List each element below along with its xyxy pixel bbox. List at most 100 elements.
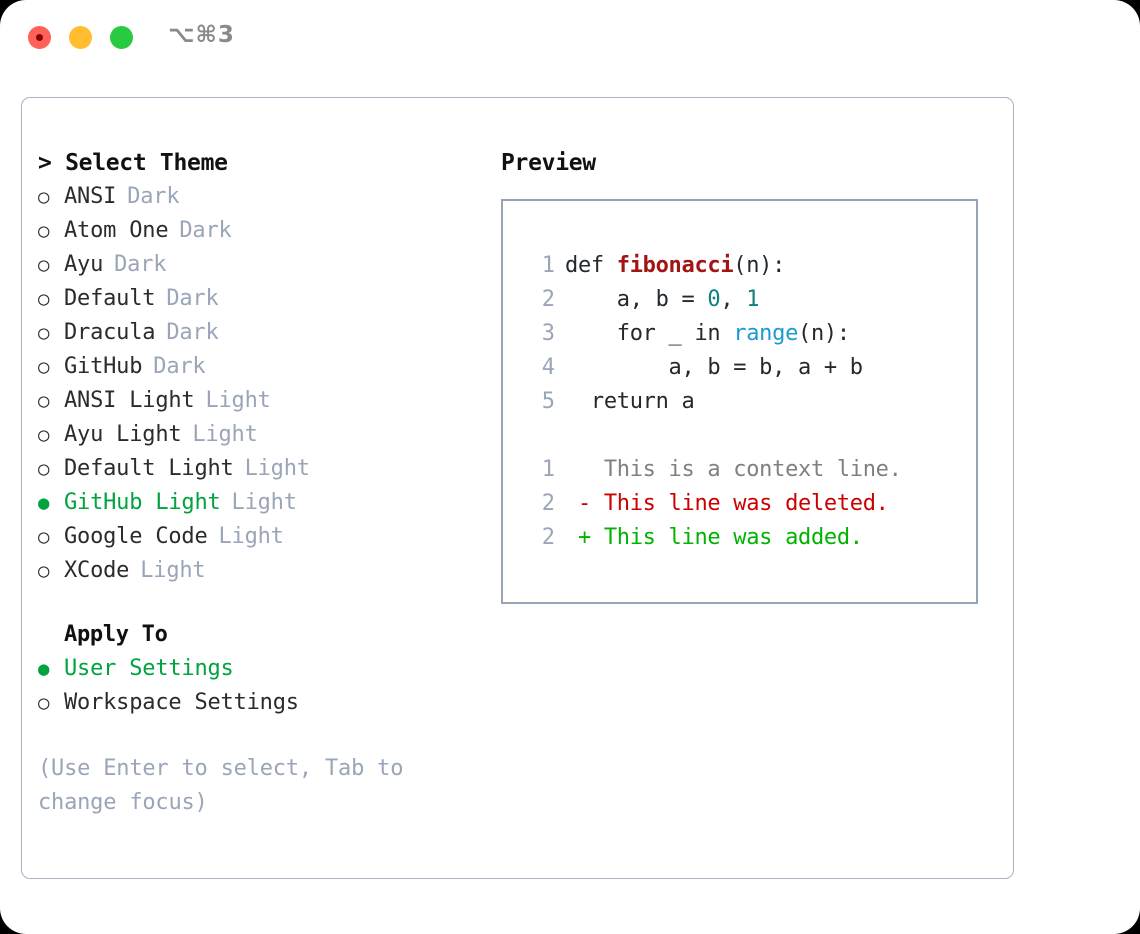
code-line: 2 a, b = 0, 1 (503, 283, 976, 317)
radio-unselected-icon: ○ (38, 288, 50, 310)
title-bar: ⌥⌘3 (0, 0, 1140, 76)
code-line: 4 a, b = b, a + b (503, 351, 976, 385)
diff-line-del: 2 - This line was deleted. (503, 487, 976, 521)
theme-variant-badge: Dark (127, 184, 180, 209)
theme-option-dracula[interactable]: ○ Dracula Dark (38, 316, 478, 350)
theme-option-label: Default (64, 286, 156, 311)
code-token-plain: a, b = (565, 287, 708, 312)
radio-unselected-icon: ○ (38, 390, 50, 412)
line-number: 2 (541, 287, 555, 312)
diff-line-ctx: 1 This is a context line. (503, 453, 976, 487)
theme-option-default-light[interactable]: ○ Default Light Light (38, 452, 478, 486)
line-number: 1 (541, 253, 555, 278)
code-line-content: return a (565, 385, 695, 419)
theme-option-label: Default Light (64, 456, 234, 481)
apply-to-option-label: Workspace Settings (64, 690, 299, 715)
code-token-fn: fibonacci (616, 253, 734, 278)
radio-unselected-icon: ○ (38, 692, 50, 714)
theme-variant-badge: Dark (114, 252, 167, 277)
apply-to-option-workspace-settings[interactable]: ○ Workspace Settings (38, 686, 478, 720)
theme-option-label: Ayu (64, 252, 104, 277)
preview-header: Preview (501, 150, 596, 176)
theme-option-label: Dracula (64, 320, 156, 345)
diff-line-content: - This line was deleted. (565, 491, 889, 516)
theme-variant-badge: Dark (166, 286, 219, 311)
theme-variant-badge: Light (205, 388, 271, 413)
diff-sample: 1 This is a context line.2 - This line w… (503, 453, 976, 555)
theme-variant-badge: Dark (179, 218, 232, 243)
radio-unselected-icon: ○ (38, 322, 50, 344)
code-line: 3 for _ in range(n): (503, 317, 976, 351)
diff-line-content: This is a context line. (565, 457, 902, 482)
code-token-plain: for _ in (565, 321, 734, 346)
theme-variant-badge: Dark (153, 354, 206, 379)
keyboard-shortcut-label: ⌥⌘3 (168, 22, 235, 48)
line-number: 2 (541, 525, 555, 550)
theme-variant-badge: Light (140, 558, 206, 583)
line-number: 4 (541, 355, 555, 380)
radio-unselected-icon: ○ (38, 458, 50, 480)
code-line-content: def fibonacci(n): (565, 249, 785, 283)
apply-to-option-user-settings[interactable]: ● User Settings (38, 652, 478, 686)
theme-option-label: Google Code (64, 524, 208, 549)
select-theme-header: > Select Theme (38, 150, 228, 176)
line-number: 3 (541, 321, 555, 346)
theme-option-label: Ayu Light (64, 422, 182, 447)
theme-option-default[interactable]: ○ Default Dark (38, 282, 478, 316)
code-line: 5 return a (503, 385, 976, 419)
minimize-button[interactable] (69, 26, 92, 49)
theme-variant-badge: Light (244, 456, 310, 481)
code-line-content: a, b = 0, 1 (565, 283, 760, 317)
radio-selected-icon: ● (38, 492, 50, 514)
radio-unselected-icon: ○ (38, 254, 50, 276)
code-token-num: 0 (707, 287, 721, 312)
theme-option-label: XCode (64, 558, 130, 583)
maximize-button[interactable] (110, 26, 133, 49)
theme-variant-badge: Light (218, 524, 284, 549)
radio-unselected-icon: ○ (38, 424, 50, 446)
code-token-plain: (n): (733, 253, 786, 278)
theme-option-ansi[interactable]: ○ ANSI Dark (38, 180, 478, 214)
theme-option-ayu-light[interactable]: ○ Ayu Light Light (38, 418, 478, 452)
theme-option-github-light[interactable]: ● GitHub Light Light (38, 486, 478, 520)
theme-option-ayu[interactable]: ○ Ayu Dark (38, 248, 478, 282)
code-token-plain: , (720, 287, 747, 312)
theme-variant-badge: Light (231, 490, 297, 515)
diff-line-content: + This line was added. (565, 525, 863, 550)
close-button[interactable] (28, 26, 51, 49)
code-token-call: range (733, 321, 799, 346)
code-token-plain: def (565, 253, 617, 278)
line-number: 1 (541, 457, 555, 482)
apply-to-header: Apply To (64, 622, 168, 647)
code-token-num: 1 (746, 287, 760, 312)
code-token-plain: (n): (798, 321, 850, 346)
theme-option-ansi-light[interactable]: ○ ANSI Light Light (38, 384, 478, 418)
line-number: 5 (541, 389, 555, 414)
theme-variant-badge: Light (192, 422, 258, 447)
theme-option-label: ANSI (64, 184, 117, 209)
radio-selected-icon: ● (38, 658, 50, 680)
apply-to-list: ● User Settings ○ Workspace Settings (38, 652, 478, 720)
code-token-plain: a, b = b, a + b (565, 355, 864, 380)
line-number: 2 (541, 491, 555, 516)
window-controls (28, 26, 133, 49)
apply-to-option-label: User Settings (64, 656, 234, 681)
theme-variant-badge: Dark (166, 320, 219, 345)
radio-unselected-icon: ○ (38, 186, 50, 208)
theme-option-label: ANSI Light (64, 388, 195, 413)
code-line-content: for _ in range(n): (565, 317, 850, 351)
radio-unselected-icon: ○ (38, 356, 50, 378)
theme-option-label: GitHub Light (64, 490, 221, 515)
code-line-content: a, b = b, a + b (565, 351, 864, 385)
radio-unselected-icon: ○ (38, 220, 50, 242)
